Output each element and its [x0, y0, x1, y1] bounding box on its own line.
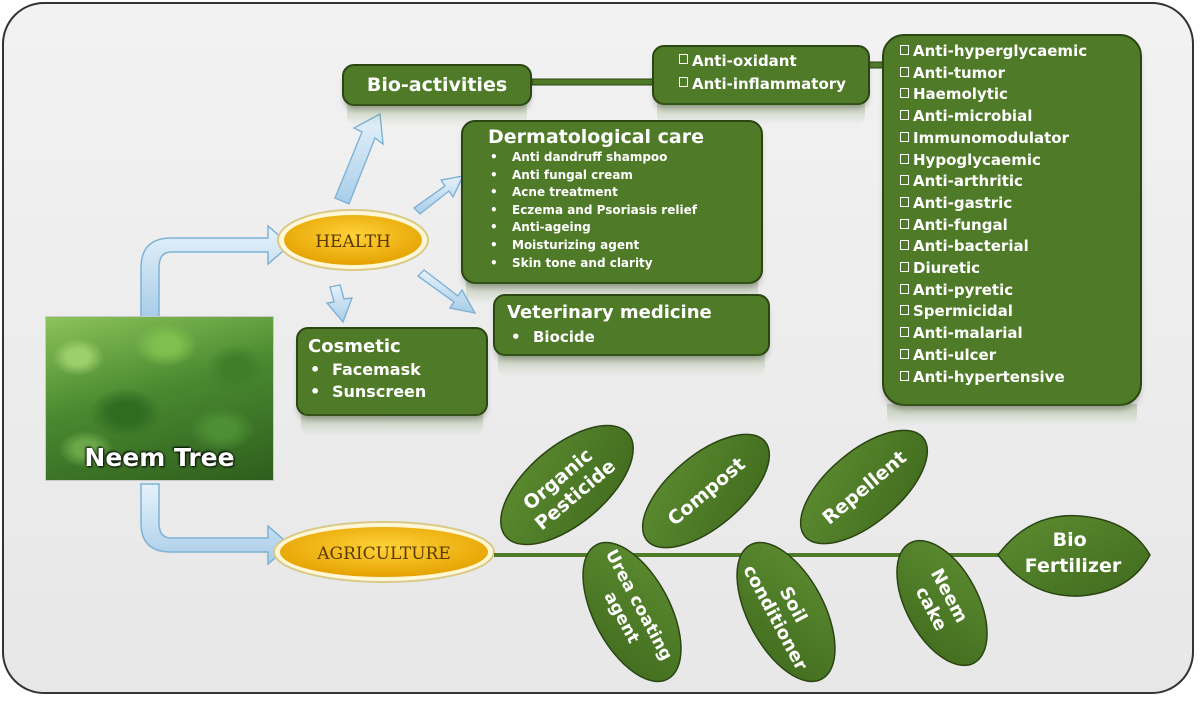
arrow-to-veterinary — [416, 269, 477, 314]
bioactivity-item: Anti-tumor — [900, 63, 1140, 85]
bioactivity-item: Haemolytic — [900, 84, 1140, 106]
dermatological-title: Dermatological care — [488, 126, 705, 148]
bioactivity-item: Anti-microbial — [900, 106, 1140, 128]
bioactivity-item: Diuretic — [900, 258, 1140, 280]
neem-tree-label: Neem Tree — [84, 443, 235, 472]
arrow-to-bioactivities — [334, 112, 384, 205]
cosmetic-item: Facemask — [310, 359, 486, 381]
agriculture-node: AGRICULTURE — [273, 521, 495, 583]
bioactivity-item: Spermicidal — [900, 301, 1140, 323]
cosmetic-title: Cosmetic — [308, 336, 401, 357]
dermatological-item: Eczema and Psoriasis relief — [490, 202, 761, 220]
bioactivity-item: Hypoglycaemic — [900, 150, 1140, 172]
bioactivity-item: Anti-pyretic — [900, 280, 1140, 302]
leaf-organic-pesticide: Organic Pesticide — [500, 424, 634, 546]
bioactivity-item: Anti-arthritic — [900, 171, 1140, 193]
bioactivity-item: Anti-fungal — [900, 215, 1140, 237]
dermatological-item: Moisturizing agent — [490, 237, 761, 255]
bioactivity-item: Anti-gastric — [900, 193, 1140, 215]
veterinary-box: Veterinary medicine Biocide — [493, 294, 770, 376]
neem-tree-photo: Neem Tree — [45, 316, 274, 481]
dermatological-item: Anti dandruff shampoo — [490, 149, 761, 167]
cosmetic-box: Cosmetic FacemaskSunscreen — [296, 327, 488, 436]
arrow-to-agriculture — [140, 483, 292, 566]
veterinary-title: Veterinary medicine — [507, 302, 712, 323]
bioactivities-box: Bio-activities — [342, 64, 532, 126]
bioactivity-item: Anti-bacterial — [900, 236, 1140, 258]
arrow-to-dermatological — [412, 175, 465, 215]
arrow-to-health — [140, 224, 292, 319]
bioactivity-item: Anti-hypertensive — [900, 367, 1140, 389]
dermatological-box: Dermatological care Anti dandruff shampo… — [461, 120, 763, 304]
leaf-neem-cake: Neem cake — [896, 539, 988, 667]
cosmetic-list: FacemaskSunscreen — [308, 359, 486, 403]
dermatological-item: Anti-ageing — [490, 219, 761, 237]
dermatological-item: Skin tone and clarity — [490, 255, 761, 273]
svg-text:Bio Fertilizer: Bio Fertilizer — [1025, 529, 1122, 577]
primary-activity-item: Anti-inflammatory — [679, 73, 868, 96]
health-node: HEALTH — [277, 209, 429, 271]
bioactivity-item: Anti-hyperglycaemic — [900, 41, 1140, 63]
primary-activity-item: Anti-oxidant — [679, 50, 868, 73]
dermatological-item: Acne treatment — [490, 184, 761, 202]
dermatological-list: Anti dandruff shampooAnti fungal creamAc… — [488, 149, 761, 272]
veterinary-list: Biocide — [507, 326, 768, 348]
leaf-bio-fertilizer: Bio Fertilizer — [997, 514, 1151, 597]
health-label: HEALTH — [315, 232, 391, 252]
dermatological-item: Anti fungal cream — [490, 167, 761, 185]
bio-label: Bio — [1053, 529, 1087, 551]
agriculture-label: AGRICULTURE — [316, 544, 451, 564]
bioactivity-item: Anti-malarial — [900, 323, 1140, 345]
veterinary-item: Biocide — [511, 326, 768, 348]
bioactivities-title: Bio-activities — [366, 74, 508, 96]
bioactivity-item: Immunomodulator — [900, 128, 1140, 150]
fertilizer-label: Fertilizer — [1025, 555, 1122, 577]
bioactivity-item: Anti-ulcer — [900, 345, 1140, 367]
leaf-urea-coating-agent: Urea coating agent — [582, 541, 682, 683]
arrow-to-cosmetic — [325, 284, 354, 324]
bioactivities-connector — [531, 78, 655, 86]
cosmetic-item: Sunscreen — [310, 381, 486, 403]
leaf-soil-conditioner: Soil conditioner — [736, 541, 836, 683]
